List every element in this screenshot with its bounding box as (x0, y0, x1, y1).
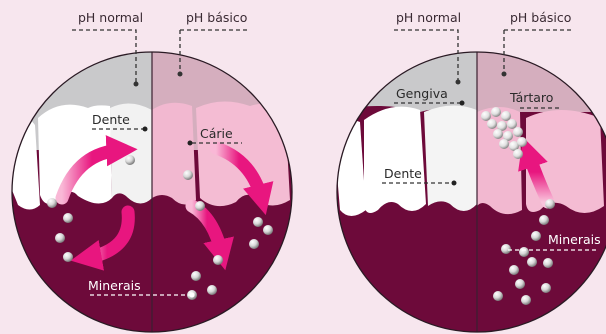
panel-right: pH normal pH básico Gengiva Tártaro Dent… (330, 10, 606, 334)
leader-dot (452, 181, 457, 186)
leader-dot (190, 293, 195, 298)
tooth-white-center (424, 105, 477, 211)
tooth-white-left (364, 107, 426, 213)
tooth-edge-left (0, 115, 40, 210)
leader-dot (456, 80, 461, 85)
tooth-pink-center (152, 103, 196, 205)
leader-dot (188, 141, 193, 146)
leader-dot (460, 101, 465, 106)
tooth-pink-right (196, 101, 290, 206)
label-gum: Gengiva (396, 86, 448, 101)
panel-left: pH normal pH básico Dente Cárie Minerais (0, 10, 312, 334)
label-caries: Cárie (200, 126, 233, 141)
label-tooth-left: Dente (92, 112, 130, 127)
label-minerals-right: Minerais (548, 232, 601, 247)
leader-dot (502, 72, 507, 77)
leader-dot (134, 82, 139, 87)
header-ph-normal-right: pH normal (396, 10, 461, 25)
label-minerals-left: Minerais (88, 278, 141, 293)
panel-left-circle (0, 40, 312, 334)
label-tartar: Tártaro (509, 90, 553, 105)
label-tooth-right: Dente (384, 166, 422, 181)
panel-right-circle (330, 40, 606, 334)
header-ph-basico-right: pH básico (510, 10, 571, 25)
leader-dot (143, 127, 148, 132)
header-ph-basico-left: pH básico (186, 10, 247, 25)
leader-dot (178, 72, 183, 77)
header-ph-normal-left: pH normal (78, 10, 143, 25)
